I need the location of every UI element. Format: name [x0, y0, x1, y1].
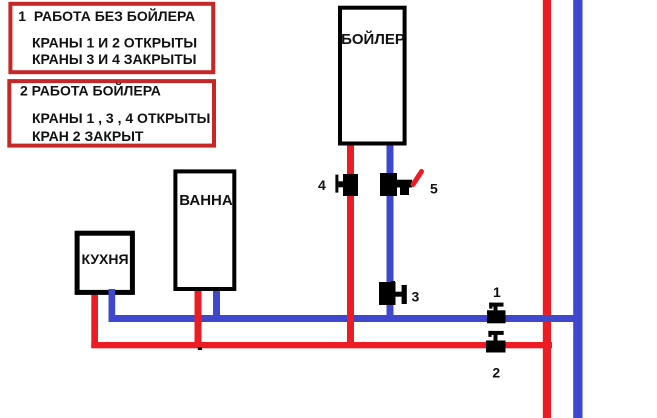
svg-text:1 РАБОТА БЕЗ БОЙЛЕРА: 1 РАБОТА БЕЗ БОЙЛЕРА [18, 7, 195, 24]
svg-text:КРАНЫ 1 И 2 ОТКРЫТЫ: КРАНЫ 1 И 2 ОТКРЫТЫ [32, 35, 197, 51]
svg-text:2 РАБОТА БОЙЛЕРА: 2 РАБОТА БОЙЛЕРА [20, 82, 161, 99]
svg-text:5: 5 [430, 181, 438, 197]
svg-text:4: 4 [318, 177, 326, 193]
svg-text:КРАНЫ 3 И 4 ЗАКРЫТЫ: КРАНЫ 3 И 4 ЗАКРЫТЫ [32, 51, 197, 67]
svg-text:ВАННА: ВАННА [179, 192, 233, 209]
svg-text:3: 3 [412, 289, 420, 305]
svg-text:КУХНЯ: КУХНЯ [81, 251, 128, 267]
svg-text:КРАНЫ 1 , 3 , 4 ОТКРЫТЫ: КРАНЫ 1 , 3 , 4 ОТКРЫТЫ [32, 110, 210, 126]
svg-text:БОЙЛЕР: БОЙЛЕР [341, 30, 405, 48]
svg-text:1: 1 [493, 284, 501, 300]
svg-text:КРАН 2 ЗАКРЫТ: КРАН 2 ЗАКРЫТ [32, 128, 144, 144]
svg-text:2: 2 [492, 364, 500, 380]
